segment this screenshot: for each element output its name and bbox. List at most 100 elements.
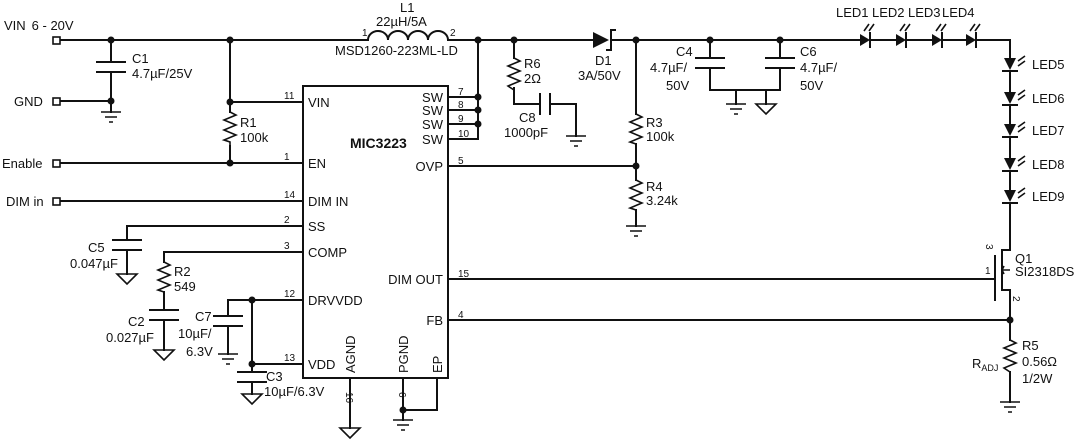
led-symbol — [860, 34, 870, 46]
mosfet-q1 — [994, 249, 1010, 301]
c1-value: 4.7µF/25V — [132, 66, 193, 81]
enable-port-label: Enable — [2, 156, 42, 171]
led-symbol — [966, 34, 976, 46]
ic-pin-label: SS — [308, 219, 326, 234]
ic-pin-number: 5 — [458, 156, 464, 167]
l1-ref: L1 — [400, 0, 414, 15]
ic-pin-label: FB — [426, 313, 443, 328]
led-symbol — [1004, 190, 1016, 202]
led-label: LED1 — [836, 5, 869, 20]
ic-pin-label: COMP — [308, 245, 347, 260]
r1-value: 100k — [240, 130, 269, 145]
c7-ref: C7 — [195, 309, 212, 324]
led-emission-arrows — [863, 23, 875, 32]
r6-value: 2Ω — [524, 71, 541, 86]
led-label: LED7 — [1032, 123, 1065, 138]
ic-pin-label: PGND — [396, 335, 411, 373]
ic-pin-label: EP — [430, 356, 445, 373]
ic-pin-label: SW — [422, 132, 444, 147]
resistor-r4 — [627, 179, 645, 211]
ic-pin-number: 1 — [284, 152, 290, 163]
l1-part: MSD1260-223ML-LD — [335, 43, 458, 58]
ic-bottom-pins: AGND 16 PGND 6 EP — [343, 335, 445, 403]
vin-terminal[interactable] — [52, 36, 61, 45]
ic-pin-number: 12 — [284, 289, 296, 300]
c2-ref: C2 — [128, 314, 145, 329]
gnd-port-label: GND — [14, 94, 43, 109]
c8-value: 1000pF — [504, 125, 548, 140]
capacitor-c4 — [695, 57, 725, 69]
c2-value: 0.027µF — [106, 330, 154, 345]
c4-ref: C4 — [676, 44, 693, 59]
capacitor-c2 — [149, 309, 179, 321]
wires — [58, 39, 1011, 429]
c6-value: 4.7µF/ — [800, 60, 838, 75]
led-label: LED6 — [1032, 91, 1065, 106]
gnd-terminal[interactable] — [52, 97, 61, 106]
dim-in-terminal[interactable] — [52, 197, 61, 206]
ic-pin-label: AGND — [343, 335, 358, 373]
c4-value: 4.7µF/ — [650, 60, 688, 75]
led-symbol — [932, 34, 942, 46]
c3-ref: C3 — [266, 369, 283, 384]
ground-symbols — [101, 103, 1020, 440]
led-label: LED3 — [908, 5, 941, 20]
resistor-r3 — [627, 113, 645, 145]
c1-ref: C1 — [132, 51, 149, 66]
led-emission-arrows — [899, 23, 911, 32]
r5-alias: RADJ — [972, 356, 998, 373]
r6-ref: R6 — [524, 56, 541, 71]
capacitor-c3 — [237, 371, 267, 383]
r3-ref: R3 — [646, 115, 663, 130]
resistor-r2 — [155, 261, 173, 293]
r4-value: 3.24k — [646, 193, 678, 208]
enable-terminal[interactable] — [52, 159, 61, 168]
ic-pin-label: VDD — [308, 357, 335, 372]
ic-pin-label: SW — [422, 90, 444, 105]
d1-value: 3A/50V — [578, 68, 621, 83]
q1-pin2: 2 — [1010, 296, 1021, 302]
ic-pin-label: OVP — [416, 159, 443, 174]
c4-value-2: 50V — [666, 78, 689, 93]
led-label: LED4 — [942, 5, 975, 20]
ic-pin-number: 16 — [343, 392, 354, 404]
c5-ref: C5 — [88, 240, 105, 255]
led-emission-arrows — [969, 23, 981, 32]
led-symbol — [1004, 92, 1016, 104]
led-symbol — [1004, 58, 1016, 70]
c5-value: 0.047µF — [70, 256, 118, 271]
inductor-l1 — [366, 30, 450, 42]
ic-pin-number: 11 — [284, 91, 295, 102]
dim-in-port-label: DIM in — [6, 194, 44, 209]
diode-d1 — [593, 29, 616, 51]
c7-value-2: 6.3V — [186, 344, 213, 359]
r5-ref: R5 — [1022, 338, 1039, 353]
ic-pin-label: VIN — [308, 95, 330, 110]
terminals — [52, 36, 61, 206]
led-emission-arrows — [1017, 121, 1026, 133]
led-label: LED2 — [872, 5, 905, 20]
led-emission-arrows — [1017, 187, 1026, 199]
r2-value: 549 — [174, 279, 196, 294]
led-emission-arrows — [1017, 55, 1026, 67]
l1-pin2: 2 — [450, 28, 456, 39]
capacitor-c6 — [765, 57, 795, 69]
led-symbol — [896, 34, 906, 46]
c6-value-2: 50V — [800, 78, 823, 93]
c6-ref: C6 — [800, 44, 817, 59]
r1-ref: R1 — [240, 115, 257, 130]
ic-pin-number: 15 — [458, 269, 470, 280]
ic-pin-number: 6 — [396, 392, 407, 398]
capacitor-c5 — [112, 239, 142, 251]
l1-value: 22µH/5A — [376, 14, 427, 29]
c3-value: 10µF/6.3V — [264, 384, 325, 399]
r5-value-2: 1/2W — [1022, 371, 1053, 386]
ic-pin-label: SW — [422, 103, 444, 118]
r4-ref: R4 — [646, 179, 663, 194]
ic-pin-label: DIM IN — [308, 194, 348, 209]
ic-pin-number: 14 — [284, 190, 296, 201]
ic-pin-number: 9 — [458, 114, 464, 125]
